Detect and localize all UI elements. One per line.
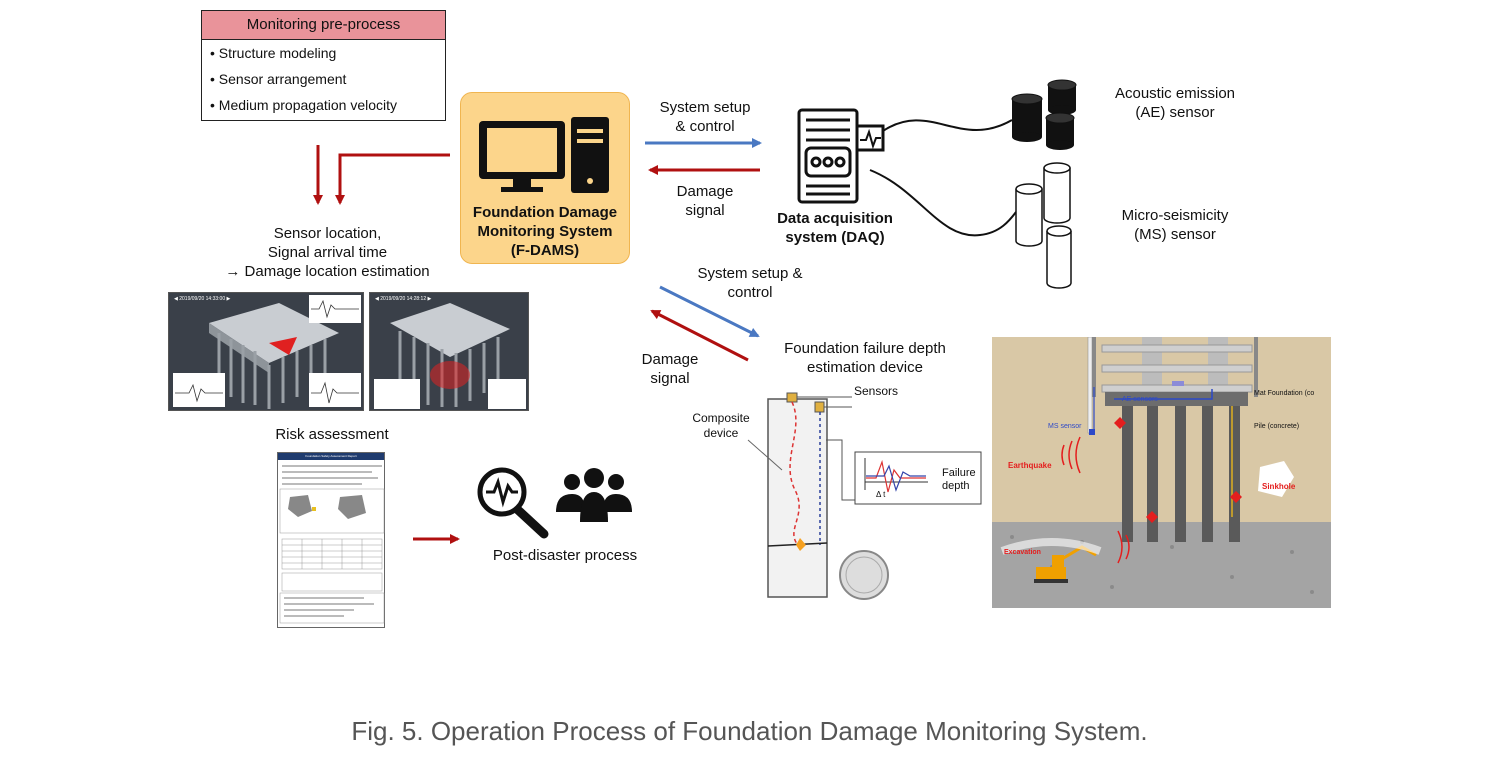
location-line1: Sensor location, (273, 225, 382, 242)
pre-process-item: • Structure modeling (210, 45, 337, 61)
screenshot-2-time: ◀ 2019/09/20 14:28:12 ▶ (375, 296, 432, 302)
setup-mid-line1: System setup & (697, 265, 803, 282)
report-content-graphic (279, 465, 385, 624)
damage-label-line1: Damage (676, 183, 734, 200)
pre-process-item: • Medium propagation velocity (210, 97, 397, 113)
ms-label-line1: Micro-seismicity (1121, 207, 1229, 224)
delta-t-label: Δ t (876, 490, 886, 499)
ms-sensor-icon (1015, 162, 1072, 289)
fdams-label-line2: Monitoring System (477, 223, 613, 240)
ae-label-line2: (AE) sensor (1135, 104, 1215, 121)
fdams-box: Foundation Damage Monitoring System (F-D… (460, 92, 630, 264)
foundation-3d-render-1 (173, 295, 361, 409)
damage-mid-line1: Damage (641, 351, 699, 368)
composite-line1: Composite (692, 411, 750, 425)
mat-foundation-label: Mat Foundation (co (1254, 390, 1315, 397)
damage-mid-line2: signal (650, 370, 690, 387)
ae-sensor-icon (1011, 79, 1077, 150)
pre-process-box: Monitoring pre-process • Structure model… (201, 10, 446, 121)
setup-label-line2: & control (675, 118, 735, 135)
ms-sensor-site-label: MS sensor (1048, 423, 1082, 430)
monitoring-screenshot-1: ◀ 2019/09/20 14:33:00 ▶ (168, 292, 364, 411)
excavation-label: Excavation (1004, 549, 1041, 556)
daq-device-icon (797, 108, 885, 204)
depth-device-line2: estimation device (807, 359, 923, 376)
daq-label-line2: system (DAQ) (785, 229, 885, 246)
failure-line1: Failure (942, 467, 976, 479)
screenshot-1-time: ◀ 2019/09/20 14:33:00 ▶ (174, 296, 231, 302)
site-graphic (992, 337, 1331, 608)
composite-device-drawing (747, 392, 982, 600)
ae-sensors-label: AE sensors (1122, 396, 1158, 403)
ms-cable (869, 169, 1017, 237)
damage-signal-label-top: Damage signal (650, 182, 760, 220)
pile-label: Pile (concrete) (1254, 423, 1300, 430)
sinkhole-label: Sinkhole (1262, 482, 1296, 491)
damage-label-line2: signal (685, 202, 725, 219)
daq-label: Data acquisition system (DAQ) (760, 209, 910, 247)
composite-device-label: Composite device (686, 411, 756, 441)
fdams-to-location-arrow (335, 153, 450, 205)
report-title: Foundation Safety Assessment Report (278, 453, 384, 460)
pre-process-title: Monitoring pre-process (202, 11, 445, 40)
location-line3: → Damage location estimation (225, 263, 430, 280)
risk-assessment-title: Risk assessment (275, 426, 389, 443)
setup-control-arrow-mid (659, 285, 760, 338)
damage-signal-label-mid: Damage signal (620, 350, 720, 388)
foundation-3d-render-2 (374, 303, 526, 409)
risk-assessment-report: Foundation Safety Assessment Report (277, 452, 385, 628)
ms-label-line2: (MS) sensor (1134, 226, 1216, 243)
sensors-label: Sensors (854, 384, 899, 398)
failure-line2: depth (942, 480, 970, 492)
fdams-label-line3: (F-DAMS) (510, 242, 580, 259)
people-icon (556, 468, 632, 522)
pre-process-item: • Sensor arrangement (210, 71, 347, 87)
location-estimation-text: Sensor location, Signal arrival time → D… (200, 224, 455, 281)
earthquake-label: Earthquake (1008, 461, 1052, 470)
post-disaster-label: Post-disaster process (492, 547, 638, 564)
depth-device-title: Foundation failure depth estimation devi… (765, 339, 965, 377)
setup-mid-line2: control (727, 284, 773, 301)
setup-control-label-mid: System setup & control (680, 264, 820, 302)
depth-device-line1: Foundation failure depth (784, 340, 946, 357)
daq-label-line1: Data acquisition (777, 210, 893, 227)
ms-sensor-label: Micro-seismicity (MS) sensor (1100, 206, 1250, 244)
ae-label-line1: Acoustic emission (1114, 85, 1236, 102)
setup-label-line1: System setup (659, 99, 751, 116)
monitoring-screenshot-2: ◀ 2019/09/20 14:28:12 ▶ (369, 292, 529, 411)
setup-control-label-top: System setup & control (645, 98, 765, 136)
location-line2: Signal arrival time (267, 244, 388, 261)
figure-caption: Fig. 5. Operation Process of Foundation … (351, 716, 1148, 746)
failure-depth-label: Failure depth (942, 467, 976, 493)
computer-icon (479, 117, 609, 193)
foundation-site-illustration: Mat Foundation (co AE sensors MS sensor … (992, 337, 1331, 608)
damage-signal-arrow-mid (650, 309, 749, 362)
composite-line2: device (703, 426, 739, 440)
fdams-label-line1: Foundation Damage (472, 204, 618, 221)
ae-cable (882, 119, 1013, 132)
ae-sensor-label: Acoustic emission (AE) sensor (1100, 84, 1250, 122)
magnifier-waveform-icon (477, 467, 549, 539)
